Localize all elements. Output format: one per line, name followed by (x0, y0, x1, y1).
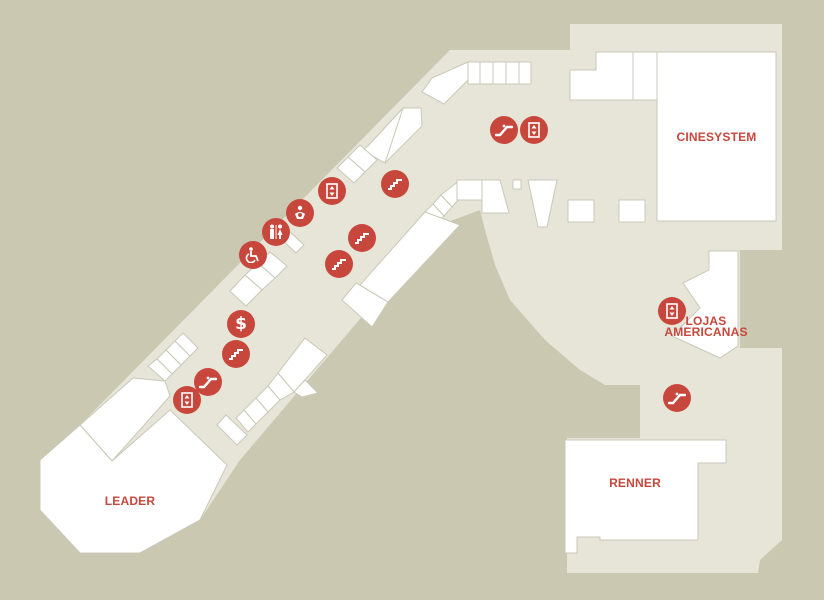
lojas-americanas-label-line1: LOJAS (685, 314, 727, 328)
elevator-icon[interactable] (658, 297, 686, 325)
store[interactable] (421, 61, 469, 105)
elevator-icon[interactable] (520, 116, 548, 144)
atm-icon[interactable]: $ (227, 310, 255, 338)
elevator-icon[interactable] (318, 177, 346, 205)
stairs-icon[interactable] (222, 340, 250, 368)
store[interactable] (467, 61, 481, 85)
stairs-icon[interactable] (381, 170, 409, 198)
escalator-icon[interactable] (663, 384, 691, 412)
store[interactable] (293, 379, 319, 398)
common-area (40, 24, 782, 573)
elevator-icon[interactable] (173, 386, 201, 414)
lojas-americanas-label-line2: AMERICANAS (664, 325, 748, 339)
cinesystem-label: CINESYSTEM (676, 130, 757, 144)
leader-label: LEADER (104, 494, 156, 508)
kiosk[interactable] (512, 179, 522, 190)
store[interactable] (341, 282, 389, 328)
store[interactable] (336, 156, 366, 184)
store[interactable] (481, 179, 510, 214)
stairs-icon[interactable] (348, 224, 376, 252)
lojas-americanas-store[interactable] (671, 250, 739, 359)
store[interactable] (229, 274, 263, 307)
atm-glyph: $ (235, 314, 247, 334)
store[interactable] (479, 61, 494, 85)
store[interactable] (216, 414, 248, 446)
store[interactable] (518, 61, 532, 85)
escalator-icon[interactable] (490, 116, 518, 144)
cinesystem-store[interactable] (656, 51, 777, 222)
store[interactable] (618, 199, 646, 223)
stairs-icon[interactable] (325, 250, 353, 278)
store[interactable] (235, 409, 257, 433)
renner-label: RENNER (609, 476, 661, 490)
renner-store[interactable] (564, 439, 727, 554)
store[interactable] (456, 179, 483, 201)
store[interactable] (505, 61, 520, 85)
leader-store[interactable] (39, 409, 228, 554)
accessible-icon[interactable] (239, 241, 267, 269)
store[interactable] (567, 199, 595, 223)
store[interactable] (79, 377, 171, 462)
store[interactable] (527, 179, 558, 228)
store[interactable] (492, 61, 507, 85)
restrooms-icon[interactable] (262, 218, 290, 246)
family-restroom-icon[interactable] (286, 199, 314, 227)
